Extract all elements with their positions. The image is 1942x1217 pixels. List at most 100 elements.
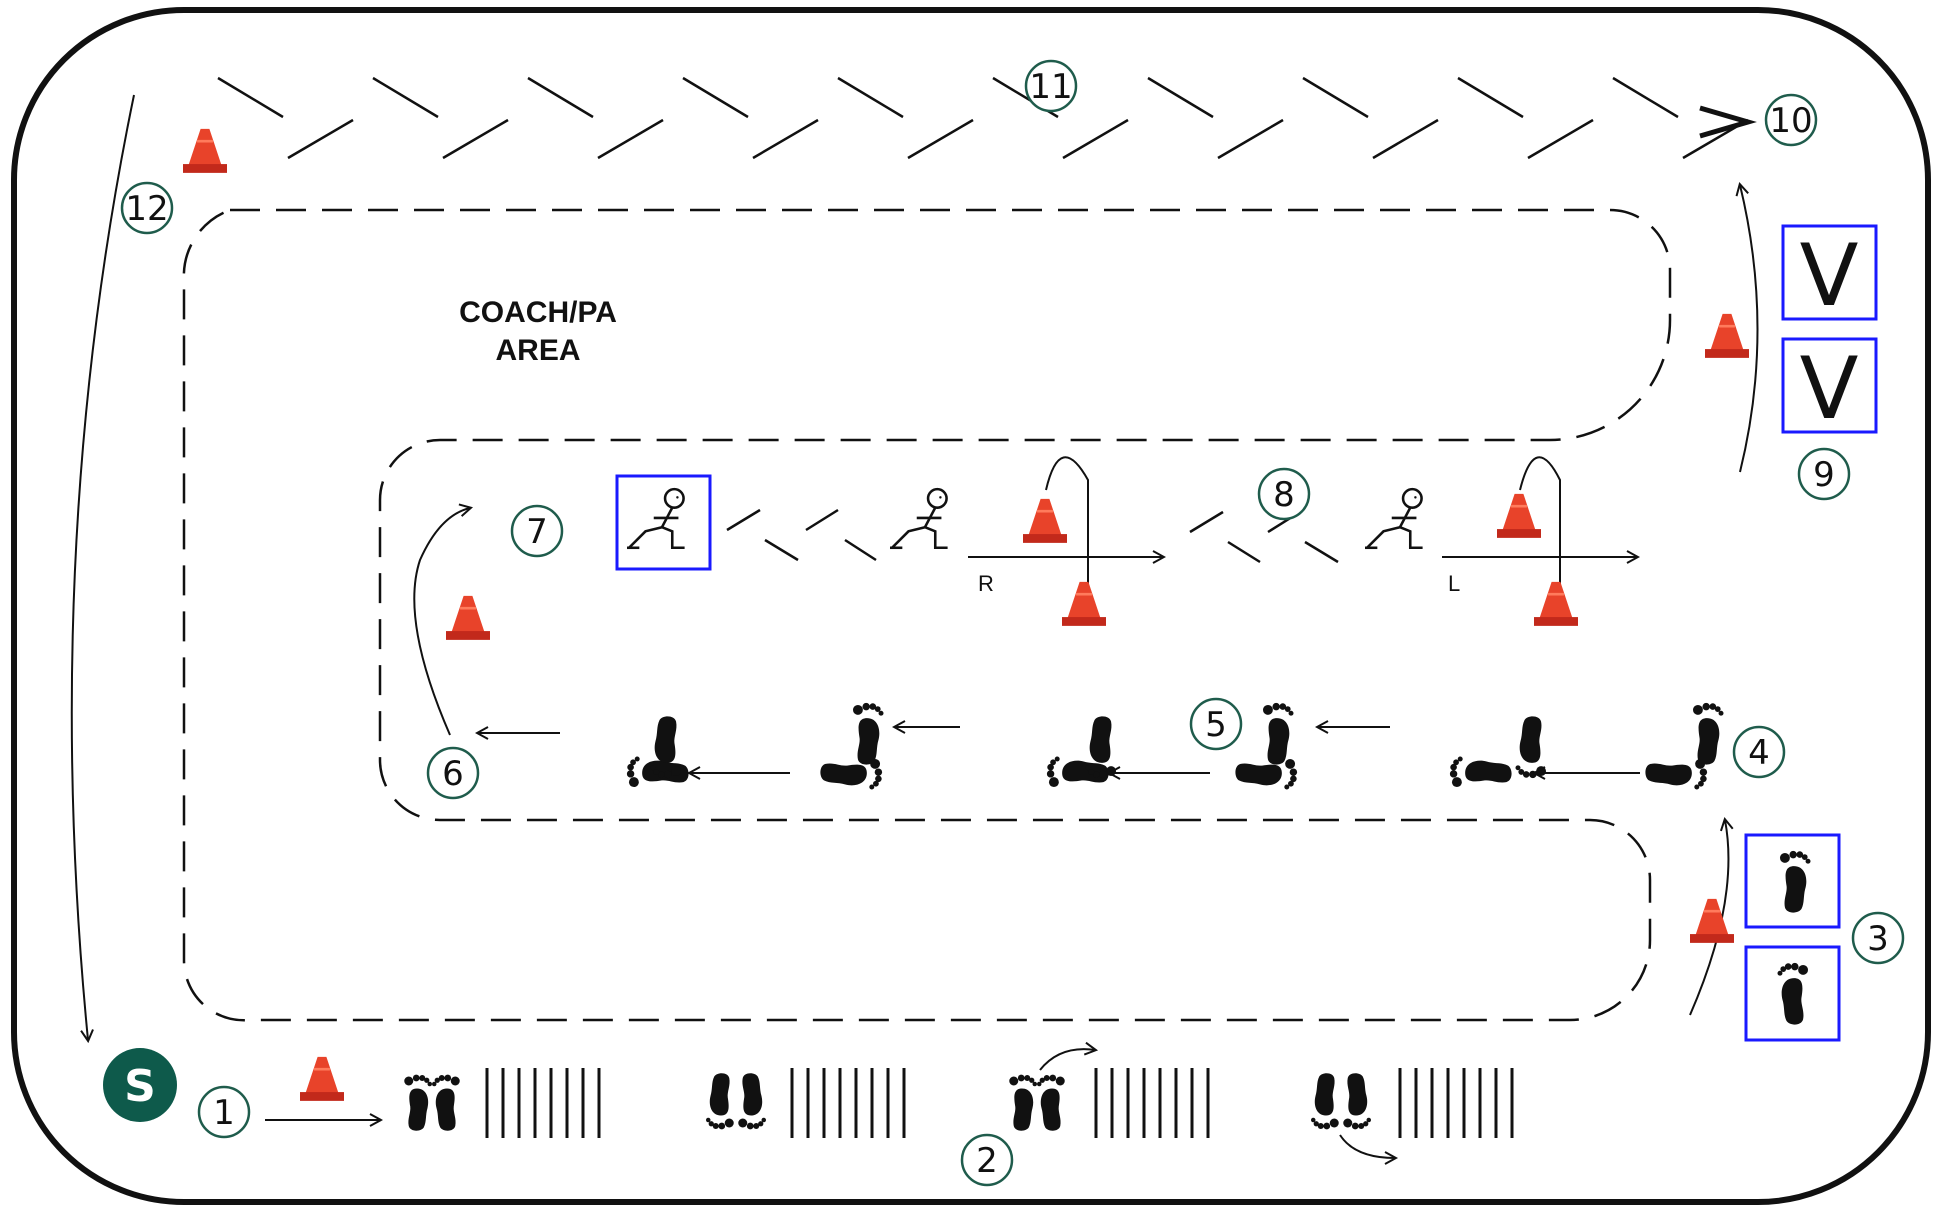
zigzag-step — [372, 76, 439, 119]
footprints-icon — [404, 1074, 460, 1131]
station-3-label: 3 — [1867, 919, 1889, 959]
station-7: 7 — [510, 504, 564, 558]
station-4-label: 4 — [1748, 733, 1770, 773]
footprint-icon — [1235, 758, 1298, 790]
ladder-2 — [790, 1068, 906, 1138]
station-3: 3 — [1851, 911, 1905, 965]
callout-box — [1744, 833, 1841, 929]
station-3-curve-arrow — [1689, 820, 1728, 1016]
cones — [183, 127, 1749, 1103]
footprints-icon — [706, 1073, 766, 1130]
station-6: 6 — [426, 746, 480, 800]
cone-weave-loop — [1045, 456, 1089, 590]
zigzag-step — [1147, 76, 1214, 119]
cone-weave-loop — [1519, 456, 1561, 590]
zigzag-step — [1612, 76, 1679, 119]
station-12: 12 — [120, 181, 174, 235]
traffic-cone-icon — [1497, 492, 1541, 540]
zigzag-step — [907, 118, 974, 160]
station-2: 2 — [960, 1133, 1014, 1187]
station-8: 8 — [1257, 467, 1311, 521]
zigzag-step — [597, 118, 664, 160]
start-label: S — [124, 1061, 156, 1112]
footprint-icon — [1779, 850, 1811, 913]
station-12-arrow — [70, 94, 135, 1040]
footprint-icon — [1449, 756, 1512, 788]
course-boundary — [11, 7, 1931, 1205]
traffic-cone-icon — [300, 1055, 344, 1103]
zigzag-step — [1457, 76, 1524, 119]
station-11-label: 11 — [1029, 67, 1072, 107]
traffic-cone-icon — [1062, 580, 1106, 628]
zigzag-step — [1372, 118, 1439, 160]
zigzag-step — [1527, 118, 1594, 160]
lunge-figure-icon — [1365, 487, 1424, 550]
lunge-left-label: L — [1448, 571, 1460, 596]
turn-arrow — [1039, 1049, 1095, 1071]
zigzag-step — [1217, 118, 1284, 160]
footprint-icon — [1262, 702, 1294, 765]
station-9-curve-arrow — [1740, 185, 1759, 473]
coach-area-line-1: COACH/PA — [459, 296, 617, 329]
callout-box — [1781, 224, 1878, 321]
zigzag-steps — [726, 508, 877, 562]
footprint-icon — [820, 758, 883, 790]
zigzag-step — [837, 76, 904, 119]
callout-box — [1744, 945, 1841, 1042]
zigzag-step — [1062, 118, 1129, 160]
callout-box — [615, 474, 712, 571]
zigzag-footprints — [478, 702, 1724, 790]
direction-chevron — [1699, 105, 1757, 139]
v-callout-1: V — [1800, 226, 1859, 326]
footprints-icon — [1311, 1073, 1371, 1130]
station-5: 5 — [1189, 697, 1243, 751]
station-2-label: 2 — [976, 1141, 998, 1181]
ladder-1 — [485, 1068, 601, 1138]
station-9-label: 9 — [1813, 455, 1835, 495]
zigzag-step — [752, 118, 819, 160]
traffic-cone-icon — [1690, 897, 1734, 945]
station-7-label: 7 — [526, 512, 548, 552]
station-10: 10 — [1764, 93, 1818, 147]
zigzag-step — [682, 76, 749, 119]
lunge-right-label: R — [978, 571, 994, 596]
zigzag-step — [287, 118, 354, 160]
zigzag-step — [1302, 76, 1369, 119]
station-9: 9 — [1797, 447, 1851, 501]
ladder-3 — [1094, 1068, 1210, 1138]
footprint-icon — [852, 702, 884, 765]
station-1-label: 1 — [213, 1093, 235, 1133]
coach-area-label: COACH/PA AREA — [459, 296, 617, 367]
footprints-icon — [1009, 1074, 1065, 1131]
traffic-cone-icon — [1534, 580, 1578, 628]
footprint-icon — [1777, 962, 1809, 1025]
zigzag-step — [527, 76, 594, 119]
traffic-cone-icon — [1705, 312, 1749, 360]
traffic-cone-icon — [1023, 497, 1067, 545]
footprint-icon — [1692, 702, 1724, 765]
lunge-figure-icon — [627, 487, 686, 550]
station-11: 11 — [1024, 59, 1078, 113]
start-marker: S — [103, 1048, 177, 1122]
station-1: 1 — [197, 1085, 251, 1139]
station-4: 4 — [1732, 725, 1786, 779]
coach-area-line-2: AREA — [495, 334, 580, 367]
v-callout-2: V — [1800, 339, 1859, 439]
footprint-icon — [1515, 716, 1547, 779]
traffic-cone-icon — [183, 127, 227, 175]
zigzag-step — [442, 118, 509, 160]
top-zigzag — [217, 76, 1749, 160]
traffic-cone-icon — [446, 594, 490, 642]
dashed-track-lane — [182, 208, 1672, 1022]
ladder-4 — [1398, 1068, 1514, 1138]
turn-arrow — [1339, 1134, 1395, 1158]
station-6-label: 6 — [442, 754, 464, 794]
zigzag-steps — [1189, 510, 1339, 564]
station-8-label: 8 — [1273, 475, 1295, 515]
callout-box — [1781, 337, 1878, 434]
zigzag-step — [217, 76, 284, 119]
lunge-figure-icon — [890, 487, 949, 550]
